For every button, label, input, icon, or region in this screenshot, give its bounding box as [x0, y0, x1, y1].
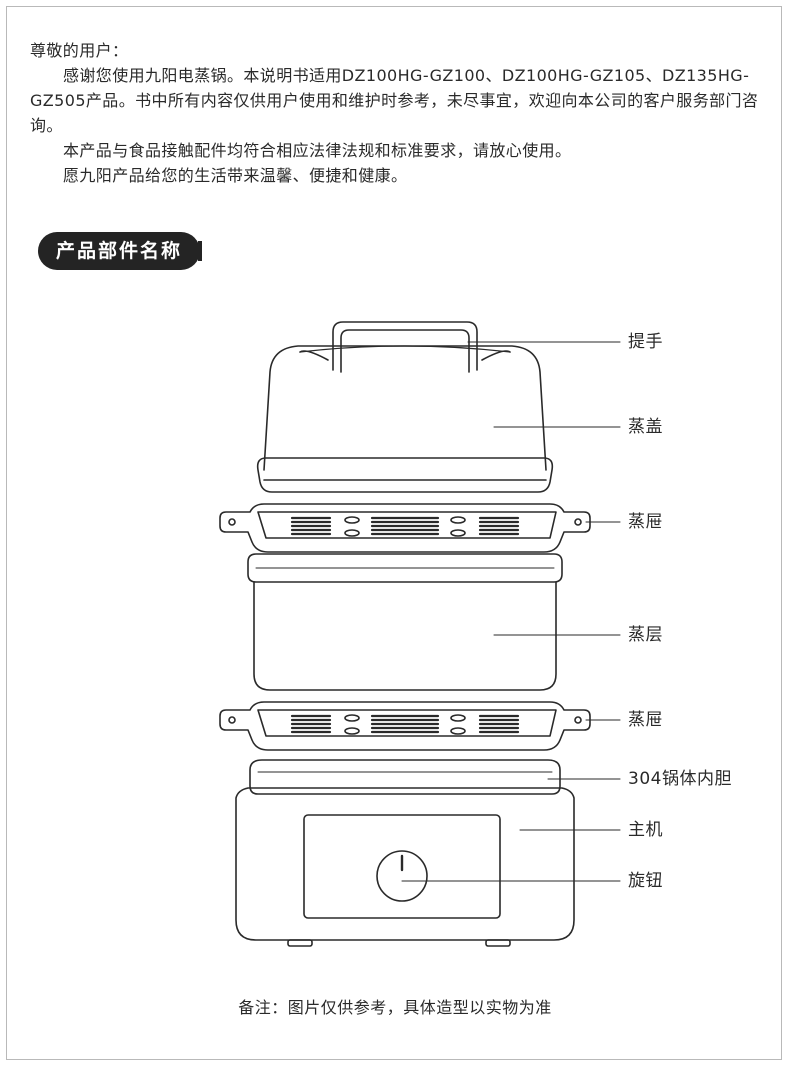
intro-paragraph-2: 本产品与食品接触配件均符合相应法律法规和标准要求，请放心使用。 — [63, 141, 572, 160]
section-title-pill: 产品部件名称 — [38, 232, 203, 270]
knob-part — [376, 850, 428, 902]
footnote: 备注：图片仅供参考，具体造型以实物为准 — [238, 998, 552, 1017]
label-tier: 蒸层 — [628, 625, 663, 645]
label-grid-top: 蒸屉 — [628, 512, 663, 532]
label-grid-bottom: 蒸屉 — [628, 710, 663, 730]
lid-part — [256, 345, 554, 493]
page-frame — [6, 6, 782, 1060]
grid-bottom-part — [219, 701, 591, 751]
label-base: 主机 — [628, 820, 663, 840]
intro-paragraph-1: 感谢您使用九阳电蒸锅。本说明书适用DZ100HG-GZ100、DZ100HG-G… — [30, 66, 759, 135]
salutation: 尊敬的用户： — [30, 41, 129, 60]
tier-part — [247, 553, 563, 691]
leader-lines — [401, 341, 621, 882]
label-knob: 旋钮 — [628, 871, 663, 891]
grid-top-part — [219, 503, 591, 553]
label-handle: 提手 — [628, 332, 663, 352]
intro-paragraph-3: 愿九阳产品给您的生活带来温馨、便捷和健康。 — [63, 166, 408, 185]
handle-part — [299, 321, 511, 373]
intro-text: 尊敬的用户： 感谢您使用九阳电蒸锅。本说明书适用DZ100HG-GZ100、DZ… — [30, 38, 770, 188]
base-part — [235, 759, 575, 947]
label-lid: 蒸盖 — [628, 417, 663, 437]
label-inner-pot: 304锅体内胆 — [628, 769, 732, 789]
